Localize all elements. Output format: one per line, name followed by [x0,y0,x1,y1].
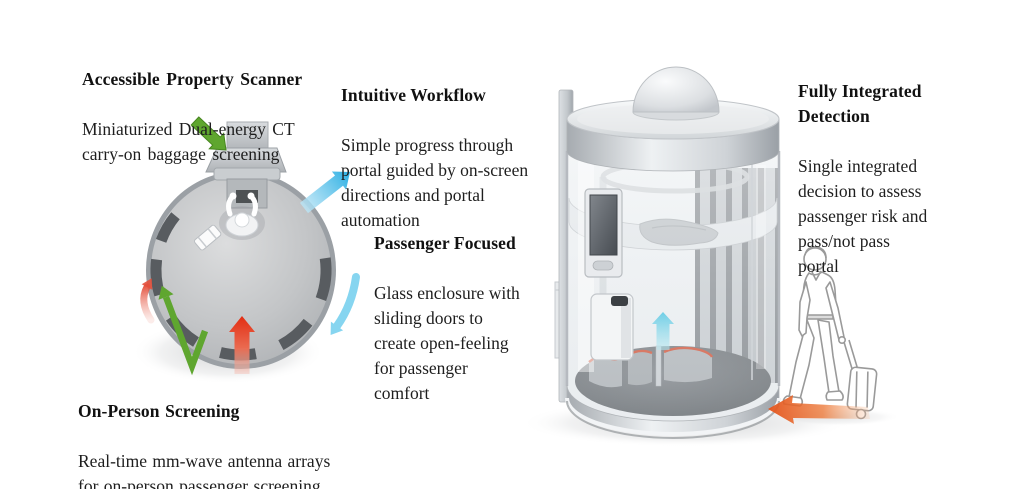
annotation-body: Glass enclosure with sliding doors to cr… [374,283,520,403]
annotation-title: On-Person Screening [78,401,240,421]
annotation-title: Passenger Focused [374,233,516,253]
divestment-box [590,293,634,361]
portal-illustration [520,66,850,447]
onscreen-directions-display [589,194,618,256]
passenger-hand [837,335,846,344]
guidance-screen-kiosk [584,188,623,278]
annotation-title: Fully Integrated Detection [798,81,922,126]
red-faded-arrow-icon [140,278,155,324]
cyan-door-swing-arrow-icon [330,273,360,335]
passenger-hair [804,246,827,259]
baggage-item-topview [194,224,222,251]
annotation-body: Real-time mm-wave antenna arrays for on-… [78,451,331,489]
topdown-view-diagram [132,116,360,384]
passenger-back-leg [817,319,840,394]
green-reflection-arrow-icon [158,285,209,376]
annotation-fully-integrated-detection: Fully Integrated Detection Single integr… [798,54,998,304]
passenger-head [803,247,827,271]
annotation-body: Single integrated decision to assess pas… [798,156,928,276]
box-slot [611,296,628,306]
portal-dome [632,66,720,121]
green-entry-arrow-icon [190,116,227,151]
annotation-intuitive-workflow: Intuitive Workflow Simple progress throu… [341,58,581,258]
orange-walk-arrow-icon [768,395,870,424]
annotation-title: Accessible Property Scanner [82,69,303,89]
blue-exit-arrow-icon [300,171,350,214]
passenger-topview [219,192,265,240]
annotation-body: Miniaturized Dual-energy CT carry-on bag… [82,119,295,164]
annotation-body: Simple progress through portal guided by… [341,135,529,230]
portal-base [565,384,781,439]
passenger-back-shoe [825,390,844,401]
property-scanner-topview [205,121,287,209]
belt [805,314,834,320]
shirt-collar [811,270,822,281]
annotation-property-scanner: Accessible Property Scanner Miniaturized… [82,42,352,192]
annotation-on-person-screening: On-Person Screening Real-time mm-wave an… [78,374,408,489]
annotation-title: Intuitive Workflow [341,85,486,105]
red-mmwave-arrow-icon [229,316,255,374]
annotation-passenger-focused: Passenger Focused Glass enclosure with s… [374,206,574,431]
portal-floor-topview [151,176,331,364]
passenger-near-arm [798,281,811,337]
